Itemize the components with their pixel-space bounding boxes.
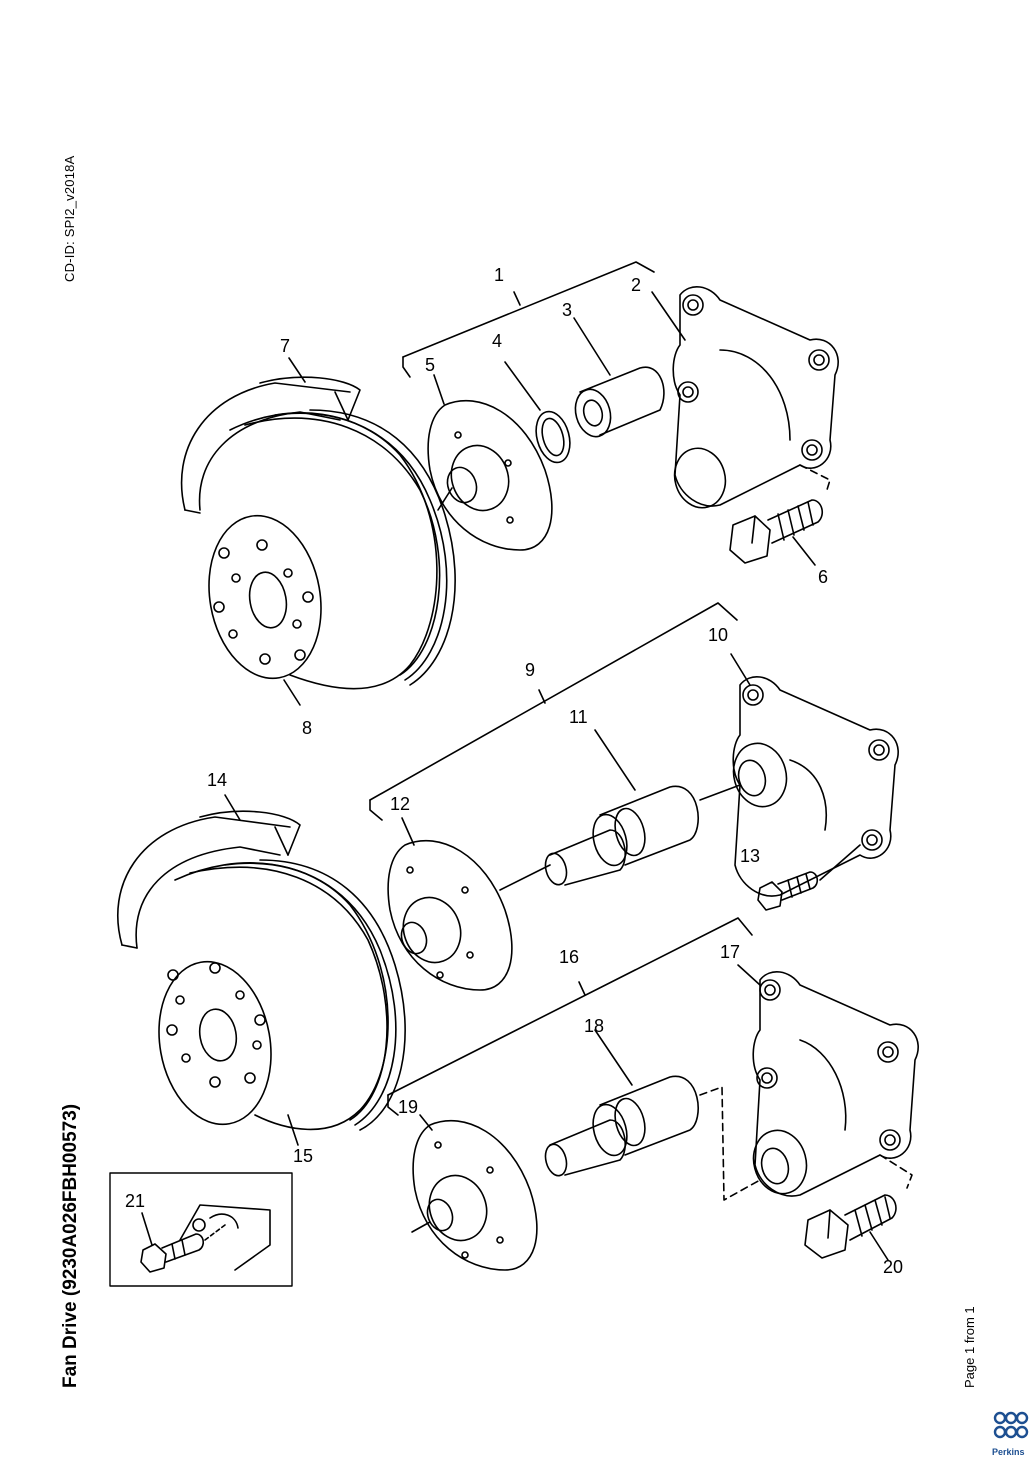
- shaft-18: [544, 1029, 761, 1201]
- bracket-1: [402, 261, 655, 378]
- bolt-20: [804, 1194, 897, 1261]
- hub-12: [387, 817, 551, 991]
- bracket-16: [387, 917, 753, 1116]
- callout-5: 5: [425, 355, 435, 375]
- housing-17: [737, 964, 919, 1197]
- callout-13: 13: [740, 846, 760, 866]
- callout-9: 9: [525, 660, 535, 680]
- callout-labels: 1 2 3 4 5 6 7 8 9 10 11 12 13 14 15 16 1…: [125, 265, 903, 1277]
- callout-12: 12: [390, 794, 410, 814]
- callout-7: 7: [280, 336, 290, 356]
- callout-18: 18: [584, 1016, 604, 1036]
- perkins-logo: [993, 1411, 1029, 1439]
- belt-7: [180, 357, 361, 514]
- inset-detail-21: [109, 1172, 293, 1287]
- bolt-6: [729, 499, 824, 566]
- hub-19: [411, 1114, 538, 1271]
- callout-11: 11: [569, 707, 588, 727]
- callout-15: 15: [293, 1146, 313, 1166]
- belt-14: [117, 794, 301, 949]
- callout-4: 4: [492, 331, 502, 351]
- callout-1: 1: [494, 265, 504, 285]
- bracket-9: [369, 602, 738, 821]
- housing-10: [730, 653, 899, 897]
- callout-2: 2: [631, 275, 641, 295]
- callout-17: 17: [720, 942, 740, 962]
- perkins-logo-text: Perkins: [992, 1447, 1025, 1457]
- callout-16: 16: [559, 947, 579, 967]
- callout-21: 21: [125, 1191, 145, 1211]
- callout-3: 3: [562, 300, 572, 320]
- callout-19: 19: [398, 1097, 418, 1117]
- bearing-3: [573, 317, 665, 438]
- callout-8: 8: [302, 718, 312, 738]
- pulley-15: [158, 859, 406, 1146]
- hub-5: [427, 374, 553, 551]
- shaft-11: [544, 729, 741, 886]
- housing-2: [651, 286, 839, 509]
- circlip-4: [504, 361, 571, 464]
- callout-6: 6: [818, 567, 828, 587]
- callout-20: 20: [883, 1257, 903, 1277]
- callout-14: 14: [207, 770, 227, 790]
- pulley-8: [208, 409, 456, 706]
- bolt-13: [757, 871, 819, 911]
- callout-10: 10: [708, 625, 728, 645]
